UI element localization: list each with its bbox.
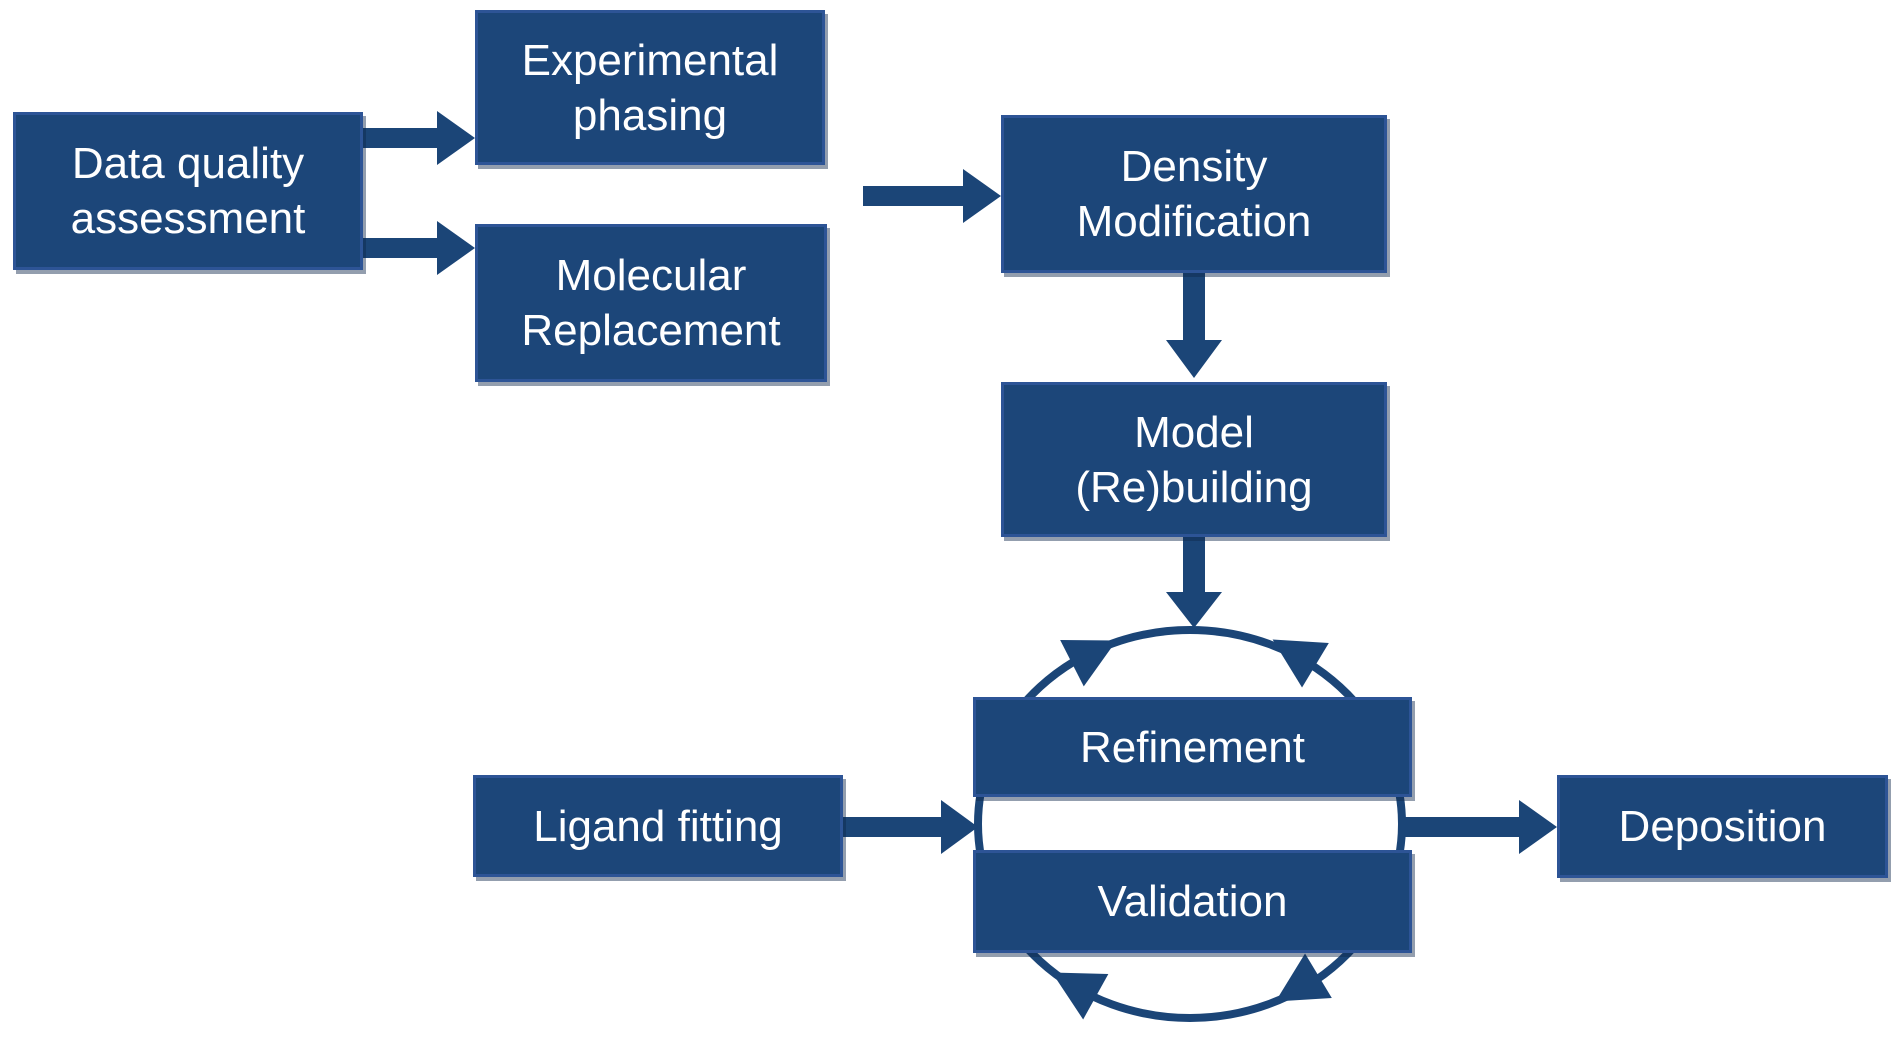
box-molecular-replacement: Molecular Replacement [475, 224, 827, 382]
arrow-phasing-to-densitymodification [863, 169, 1001, 223]
cycle-arrowhead-top-right [1272, 639, 1329, 688]
box-validation-label: Validation [1097, 877, 1288, 926]
box-validation: Validation [973, 850, 1412, 953]
box-deposition: Deposition [1557, 775, 1888, 878]
box-deposition-label: Deposition [1618, 802, 1827, 851]
box-model-rebuilding-label: Model (Re)building [1075, 407, 1313, 512]
box-experimental-phasing-label: Experimental phasing [521, 35, 779, 140]
cycle-arrowhead-bottom-left [1052, 972, 1109, 1020]
box-refinement: Refinement [973, 697, 1412, 797]
cycle-arrowhead-bottom-right [1275, 953, 1332, 1002]
box-refinement-label: Refinement [1079, 722, 1305, 772]
arrow-cycle-to-deposition [1405, 800, 1557, 854]
box-model-rebuilding: Model (Re)building [1001, 382, 1387, 537]
arrow-dataquality-to-molecularreplacement [363, 221, 475, 275]
box-density-modification-label: Density Modification [1076, 142, 1312, 246]
box-molecular-replacement-label: Molecular Replacement [521, 251, 781, 355]
box-ligand-fitting-label: Ligand fitting [533, 801, 783, 851]
box-data-quality-assessment-label: Data quality assessment [70, 139, 306, 243]
cycle-arrowhead-top-left [1060, 640, 1117, 687]
box-ligand-fitting: Ligand fitting [473, 775, 843, 877]
arrow-densitymodification-to-modelrebuilding [1166, 273, 1222, 378]
arrow-ligandfitting-to-cycle [843, 800, 978, 854]
cycle-ring [974, 626, 1406, 1022]
box-density-modification: Density Modification [1001, 115, 1387, 273]
box-experimental-phasing: Experimental phasing [475, 10, 825, 165]
arrow-dataquality-to-experimentalphasing [363, 111, 475, 165]
arrow-modelrebuilding-to-cycle [1166, 537, 1222, 628]
box-data-quality-assessment: Data quality assessment [13, 112, 363, 270]
